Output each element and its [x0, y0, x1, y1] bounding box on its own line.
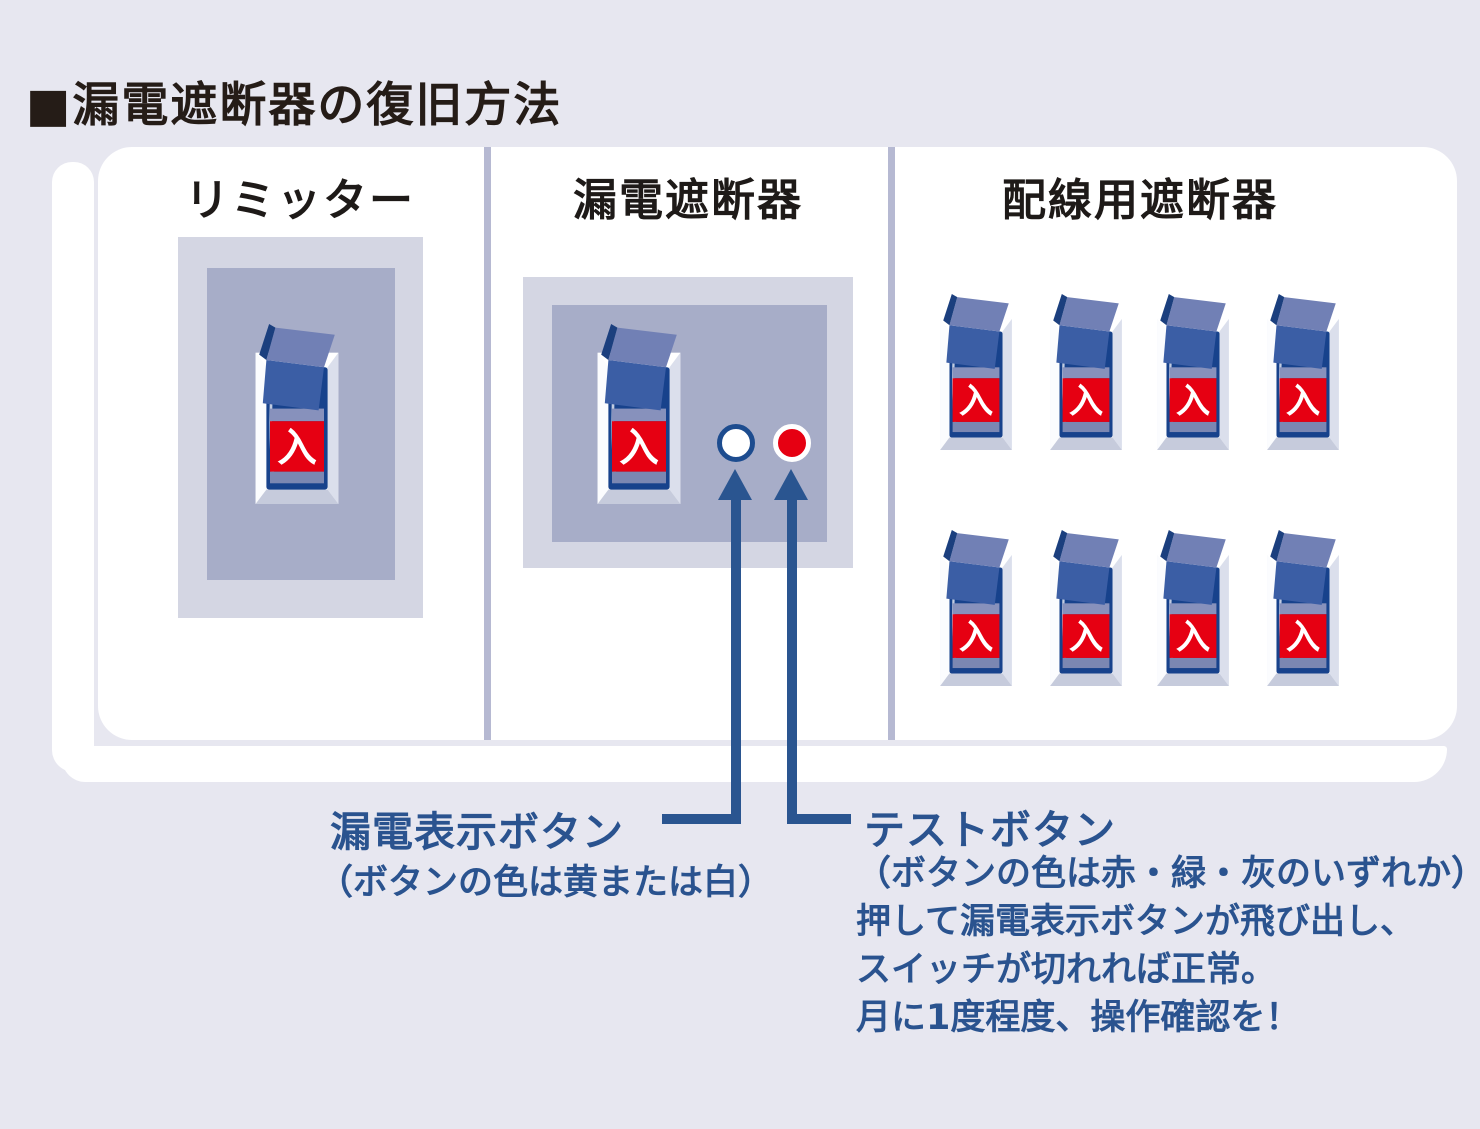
test-annotation-body: （ボタンの色は赤・緑・灰のいずれか） 押して漏電表示ボタンが飛び出し、 スイッチ… [856, 850, 1480, 1042]
indicator-annotation-note: （ボタンの色は黄または白） [318, 863, 774, 903]
test-annotation-label: テストボタン [864, 806, 1116, 854]
wiring-breaker-switch-7 [1154, 513, 1232, 703]
section-header-leakage-breaker: 漏電遮断器 [573, 175, 803, 226]
test-connector [787, 814, 851, 824]
indicator-arrow-icon [718, 469, 752, 500]
wiring-breaker-switch-5 [937, 513, 1015, 703]
section-divider-1 [484, 147, 491, 740]
section-header-distribution-breakers: 配線用遮断器 [1002, 175, 1278, 226]
indicator-arrow-tail [731, 498, 741, 824]
indicator-connector [662, 814, 741, 824]
test-arrow-icon [774, 469, 808, 500]
test-annotation-line-2: 押して漏電表示ボタンが飛び出し、 [856, 902, 1415, 942]
wiring-breaker-switch-1 [937, 277, 1015, 467]
wiring-breaker-switch-2 [1047, 277, 1125, 467]
leakage-breaker-switch [591, 324, 687, 504]
wiring-breaker-switch-8 [1264, 513, 1342, 703]
indicator-annotation-label: 漏電表示ボタン [330, 808, 624, 856]
test-annotation-line-4: 月に1度程度、操作確認を！ [856, 998, 1301, 1038]
test-arrow-tail [787, 498, 797, 824]
section-divider-2 [888, 147, 895, 740]
panel-side-flange [52, 162, 94, 772]
wiring-breaker-switch-4 [1264, 277, 1342, 467]
section-header-limiter: リミッター [185, 175, 415, 226]
page-title: ■漏電遮断器の復旧方法 [26, 78, 563, 133]
wiring-breaker-switch-3 [1154, 277, 1232, 467]
wiring-breaker-switch-6 [1047, 513, 1125, 703]
test-button [773, 424, 811, 462]
leakage-indicator-button [717, 424, 755, 462]
test-annotation-line-3: スイッチが切れれば正常。 [856, 950, 1277, 990]
panel-bottom-lip [62, 746, 1447, 782]
test-annotation-line-1: （ボタンの色は赤・緑・灰のいずれか） [856, 854, 1480, 894]
limiter-switch [249, 324, 345, 504]
